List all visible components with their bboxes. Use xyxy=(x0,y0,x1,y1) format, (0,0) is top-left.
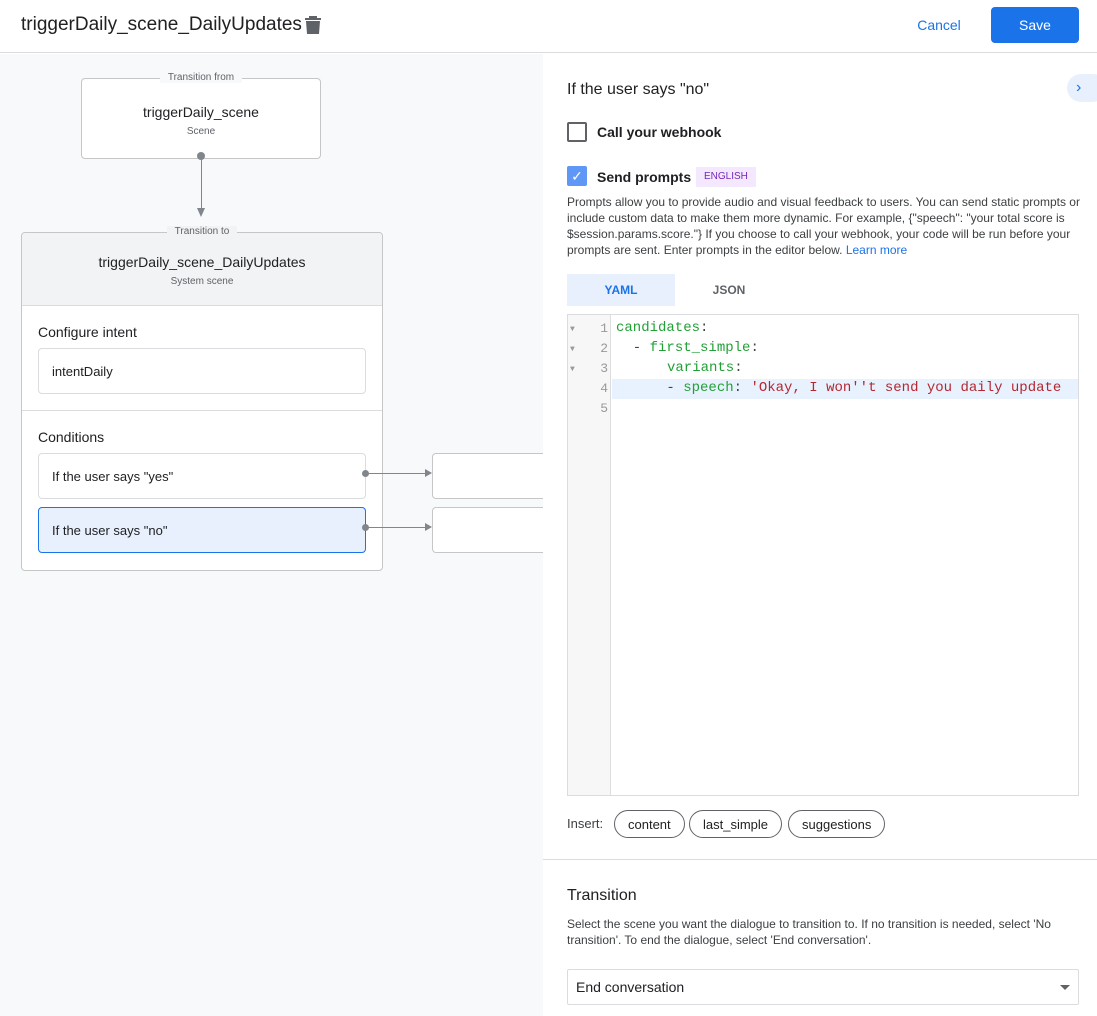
code-line: - speech: 'Okay, I won''t send you daily… xyxy=(616,380,1062,396)
line-number: 4 xyxy=(600,381,608,396)
top-bar: triggerDaily_scene_DailyUpdates Cancel S… xyxy=(0,0,1097,53)
transition-select[interactable]: End conversation xyxy=(567,969,1079,1005)
connector-dot xyxy=(197,152,205,160)
arrow-right-icon xyxy=(425,523,432,531)
tab-json[interactable]: JSON xyxy=(712,283,746,297)
fold-icon[interactable]: ▼ xyxy=(570,345,575,354)
line-number: 1 xyxy=(600,321,608,336)
configure-intent-heading: Configure intent xyxy=(38,324,137,340)
code-line: variants: xyxy=(667,360,743,376)
insert-last-simple-chip[interactable]: last_simple xyxy=(689,810,783,838)
to-scene-name: triggerDaily_scene_DailyUpdates xyxy=(98,254,306,270)
insert-label: Insert: xyxy=(567,816,604,831)
trash-icon[interactable] xyxy=(304,15,322,35)
save-button[interactable]: Save xyxy=(991,7,1079,43)
intent-item[interactable]: intentDaily xyxy=(38,348,366,394)
fold-icon[interactable]: ▼ xyxy=(570,325,575,334)
to-scene-type: System scene xyxy=(170,276,234,287)
transition-heading: Transition xyxy=(567,887,637,904)
fold-icon[interactable]: ▼ xyxy=(570,365,575,374)
conditions-heading: Conditions xyxy=(38,429,105,445)
connector-dot xyxy=(362,524,369,531)
divider xyxy=(543,859,1097,860)
tab-yaml[interactable]: YAML xyxy=(567,274,675,306)
target-node-no[interactable] xyxy=(432,507,552,553)
line-number: 2 xyxy=(600,341,608,356)
prompts-description: Prompts allow you to provide audio and v… xyxy=(567,195,1080,257)
webhook-checkbox[interactable] xyxy=(567,122,587,142)
connector-line xyxy=(201,158,202,210)
transition-to-node: Transition to triggerDaily_scene_DailyUp… xyxy=(21,226,383,571)
from-scene-type: Scene xyxy=(186,126,216,137)
arrow-down-icon xyxy=(197,208,205,217)
arrow-right-icon xyxy=(425,469,432,477)
transition-description: Select the scene you want the dialogue t… xyxy=(567,917,1051,947)
learn-more-link[interactable]: Learn more xyxy=(845,243,908,257)
code-line: - first_simple: xyxy=(616,340,759,356)
transition-from-label: Transition from xyxy=(159,72,243,83)
connector-dot xyxy=(362,470,369,477)
dropdown-arrow-icon xyxy=(1060,985,1070,990)
language-badge: ENGLISH xyxy=(696,167,756,187)
code-line: candidates: xyxy=(616,320,709,336)
chevron-right-icon[interactable]: › xyxy=(1067,74,1097,102)
condition-no[interactable]: If the user says "no" xyxy=(38,507,366,553)
line-number: 3 xyxy=(600,361,608,376)
condition-heading: If the user says "no" xyxy=(567,81,710,98)
insert-suggestions-chip[interactable]: suggestions xyxy=(788,810,886,838)
flow-canvas: Transition from triggerDaily_scene Scene… xyxy=(0,54,552,1016)
transition-from-node[interactable]: Transition from triggerDaily_scene Scene xyxy=(81,72,321,159)
prompts-checkbox[interactable]: ✓ xyxy=(567,166,587,186)
transition-to-label: Transition to xyxy=(166,226,238,237)
target-node-yes[interactable] xyxy=(432,453,552,499)
connector-line xyxy=(368,473,426,474)
cancel-button[interactable]: Cancel xyxy=(904,8,974,42)
insert-content-chip[interactable]: content xyxy=(614,810,685,838)
line-number: 5 xyxy=(600,401,608,416)
detail-panel: › If the user says "no" Call your webhoo… xyxy=(543,54,1097,1016)
transition-select-value: End conversation xyxy=(576,979,685,995)
code-editor[interactable]: ▼ ▼ ▼ 1 2 3 4 5 candidates: - first_simp… xyxy=(567,314,1079,796)
from-scene-name: triggerDaily_scene xyxy=(143,104,259,120)
prompts-label: Send prompts xyxy=(597,169,692,185)
webhook-label: Call your webhook xyxy=(597,124,722,140)
condition-yes[interactable]: If the user says "yes" xyxy=(38,453,366,499)
connector-line xyxy=(368,527,426,528)
page-title: triggerDaily_scene_DailyUpdates xyxy=(21,14,302,35)
